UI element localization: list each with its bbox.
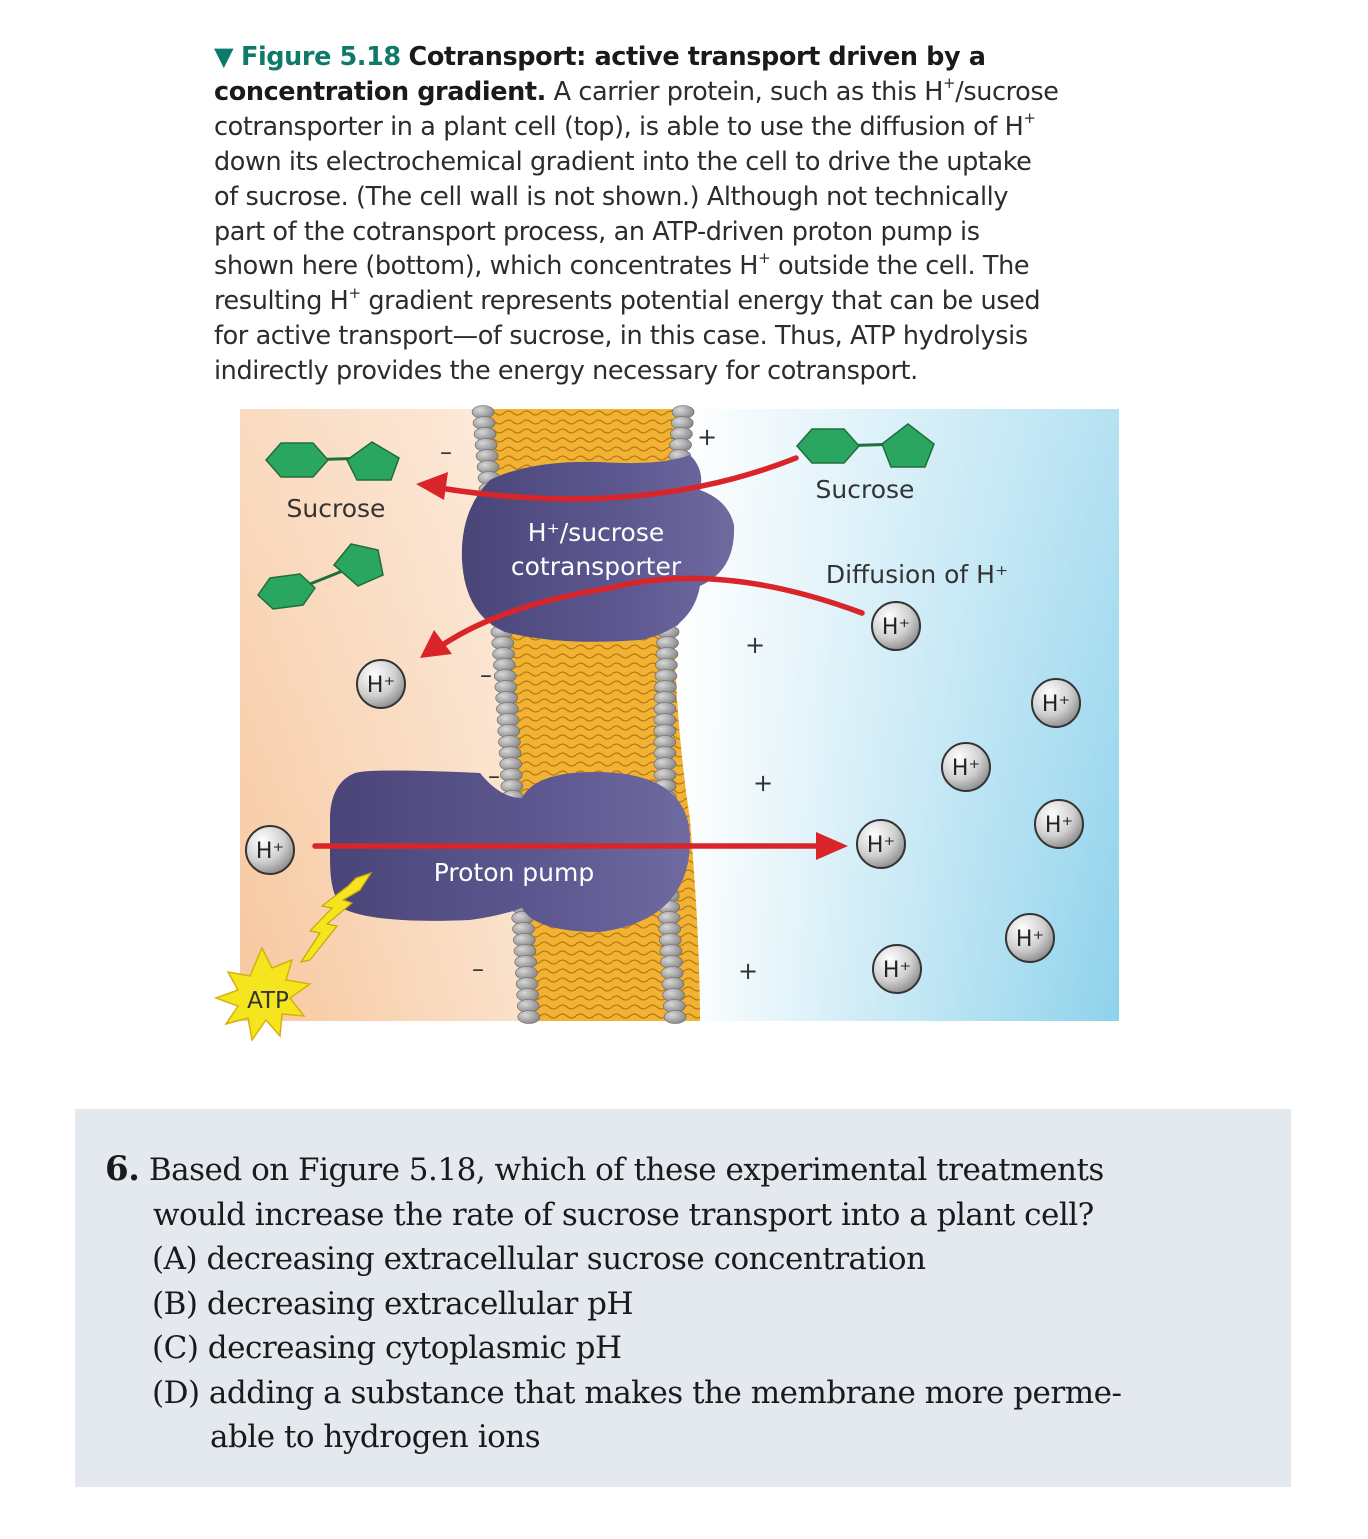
- choice-d[interactable]: (D) adding a substance that makes the me…: [105, 1371, 1225, 1460]
- minus-sign: –: [480, 661, 492, 689]
- plus-sign: +: [697, 423, 717, 451]
- caption-triangle-icon: ▼: [214, 42, 233, 72]
- caption-text: A carrier protein, such as this H: [546, 77, 943, 107]
- hydrogen-ion-label: H⁺: [952, 756, 980, 781]
- diffusion-label: Diffusion of H⁺: [826, 560, 1008, 589]
- hydrogen-ion-label: H⁺: [367, 673, 395, 698]
- hydrogen-ion-label: H⁺: [867, 833, 895, 858]
- cotransporter-label-line1: H⁺/sucrose: [528, 518, 664, 547]
- question-stem: 6. Based on Figure 5.18, which of these …: [105, 1147, 1225, 1237]
- figure-number: Figure 5.18: [241, 42, 401, 72]
- hydrogen-ion-icon: H⁺: [1006, 914, 1054, 962]
- minus-sign: –: [440, 438, 452, 466]
- hydrogen-ion-icon: H⁺: [357, 660, 405, 708]
- hydrogen-ion-icon: H⁺: [1035, 800, 1083, 848]
- figure-caption: ▼ Figure 5.18 Cotransport: active transp…: [214, 40, 1094, 389]
- minus-sign: –: [488, 762, 500, 790]
- hydrogen-ion-icon: H⁺: [1032, 679, 1080, 727]
- hydrogen-ion-icon: H⁺: [246, 826, 294, 874]
- question-number: 6.: [105, 1149, 140, 1189]
- proton-pump-label: Proton pump: [434, 858, 595, 887]
- minus-sign: –: [472, 955, 484, 983]
- hydrogen-ion-icon: H⁺: [872, 602, 920, 650]
- choice-b[interactable]: (B) decreasing extracellular pH: [105, 1282, 1225, 1327]
- hydrogen-ion-label: H⁺: [883, 958, 911, 983]
- hydrogen-ion-label: H⁺: [1045, 813, 1073, 838]
- hydrogen-ion-label: H⁺: [1042, 692, 1070, 717]
- hydrogen-ion-icon: H⁺: [857, 820, 905, 868]
- hydrogen-ion-label: H⁺: [882, 615, 910, 640]
- plus-sign: +: [738, 957, 758, 985]
- plus-sign: +: [745, 631, 765, 659]
- phospholipid-head: [664, 1011, 686, 1024]
- sucrose-inside-label: Sucrose: [287, 494, 386, 523]
- cotransport-diagram: H⁺/sucrose cotransporter Proton pump ATP…: [0, 400, 1368, 1060]
- hydrogen-ion-icon: H⁺: [942, 743, 990, 791]
- hydrogen-ion-icon: H⁺: [873, 945, 921, 993]
- choice-c[interactable]: (C) decreasing cytoplasmic pH: [105, 1326, 1225, 1371]
- choice-a[interactable]: (A) decreasing extracellular sucrose con…: [105, 1237, 1225, 1282]
- question: 6. Based on Figure 5.18, which of these …: [105, 1147, 1225, 1460]
- hydrogen-ion-label: H⁺: [1016, 927, 1044, 952]
- phospholipid-head: [518, 1011, 540, 1024]
- cotransporter-label-line2: cotransporter: [511, 552, 682, 581]
- atp-label: ATP: [247, 988, 289, 1014]
- sucrose-outside-label: Sucrose: [816, 475, 915, 504]
- plus-sign: +: [753, 769, 773, 797]
- hydrogen-ion-label: H⁺: [256, 839, 284, 864]
